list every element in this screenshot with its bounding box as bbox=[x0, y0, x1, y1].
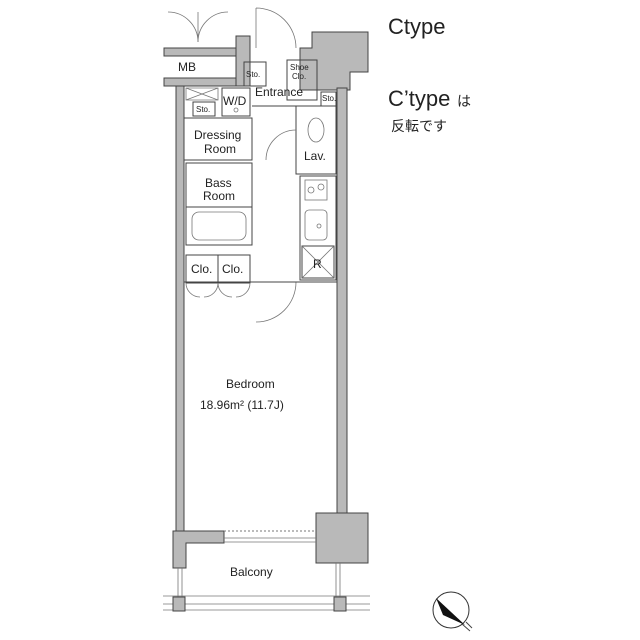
shoe-clo-label-2: Clo. bbox=[292, 72, 306, 81]
sink bbox=[304, 209, 328, 241]
corridor-doors bbox=[167, 7, 297, 49]
mb-wall bbox=[163, 47, 245, 57]
stove bbox=[304, 179, 328, 201]
closet-label-2: Clo. bbox=[222, 262, 243, 276]
dressing-room-label-1: Dressing bbox=[194, 128, 241, 142]
north-arrow-icon bbox=[432, 591, 473, 632]
balcony-window bbox=[224, 530, 316, 543]
toilet bbox=[307, 117, 325, 143]
sto-dressing-label: Sto. bbox=[196, 105, 210, 114]
structural-column-bottom bbox=[315, 512, 369, 564]
sto-lav-label: Sto. bbox=[322, 94, 336, 103]
structural-column-top bbox=[299, 31, 369, 91]
sto-entrance-label: Sto. bbox=[246, 70, 260, 79]
fridge-label: R bbox=[313, 257, 322, 271]
alt-type-note: 反転です bbox=[391, 118, 447, 134]
shoe-clo-label-1: Shoe bbox=[290, 63, 309, 72]
dressing-room-label-2: Room bbox=[204, 142, 236, 156]
left-column-bottom bbox=[172, 530, 225, 569]
balcony-railing bbox=[163, 595, 370, 612]
alt-type-label: C’type bbox=[388, 86, 450, 111]
bath-room-label-2: Room bbox=[203, 189, 235, 203]
bath-room-label-1: Bass bbox=[205, 176, 232, 190]
left-wall bbox=[175, 85, 185, 533]
alt-type-particle: は bbox=[457, 93, 471, 109]
balcony-label: Balcony bbox=[230, 565, 273, 579]
right-wall bbox=[336, 87, 348, 515]
bedroom-area: 18.96m² (11.7J) bbox=[200, 398, 284, 412]
lav-label: Lav. bbox=[304, 149, 326, 163]
type-label: Ctype bbox=[388, 14, 445, 39]
mb-label: MB bbox=[178, 60, 196, 74]
bedroom-label: Bedroom bbox=[226, 377, 275, 391]
wd-label: W/D bbox=[223, 94, 247, 108]
bathtub bbox=[191, 211, 247, 241]
entrance-label: Entrance bbox=[255, 85, 303, 99]
closet-label-1: Clo. bbox=[191, 262, 212, 276]
